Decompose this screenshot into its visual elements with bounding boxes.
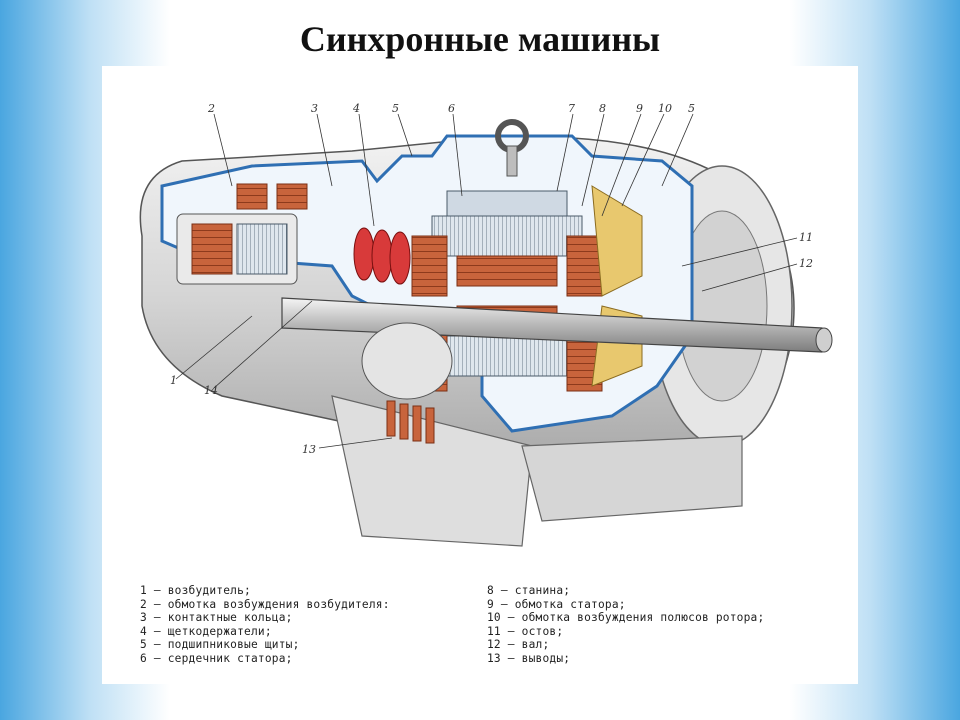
terminal-box [361, 322, 453, 444]
callout-label: 4 [352, 102, 360, 115]
legend-item: 13 – выводы; [487, 651, 571, 665]
slip-rings [353, 227, 411, 285]
legend-item: 8 – станина; [487, 584, 571, 597]
callout-label: 14 [204, 384, 218, 397]
legend-item: 10 – обмотка возбуждения полюсов ротора; [487, 611, 765, 625]
callout-label: 1 [170, 374, 177, 387]
rotor-pole-windings [456, 185, 643, 387]
shaft [281, 297, 833, 353]
legend-item: 9 – обмотка статора; [487, 597, 626, 611]
callout-label: 5 [392, 102, 399, 115]
legend-item: 5 – подшипниковые щиты; [140, 638, 300, 652]
legend-item: 12 – вал; [487, 638, 550, 652]
legend-item: 2 – обмотка возбуждения возбудителя: [140, 597, 390, 611]
callout-label: 11 [799, 231, 813, 244]
callout-label: 5 [688, 102, 695, 115]
callout-label: 13 [302, 443, 316, 456]
callout-label: 7 [568, 102, 575, 115]
lifting-eye [495, 119, 529, 177]
exciter [176, 183, 308, 285]
callout-label: 9 [636, 102, 643, 115]
callout-numbers: 2 3 4 5 6 7 8 9 10 5 11 12 1 14 13 [170, 102, 813, 456]
legend-item: 1 – возбудитель; [140, 584, 251, 597]
callout-label: 10 [658, 102, 672, 115]
callout-label: 2 [207, 102, 215, 115]
legend-item: 6 – сердечник статора; [140, 651, 293, 665]
legend-item: 3 – контактные кольца; [140, 611, 293, 625]
callout-label: 12 [799, 257, 813, 270]
machine-cutaway-diagram: 2 3 4 5 6 7 8 9 10 5 11 12 1 14 13 [139, 102, 833, 547]
callout-leaders [175, 113, 798, 449]
legend-left: 1 – возбудитель; 2 – обмотка возбуждения… [140, 584, 390, 666]
callout-label: 6 [448, 102, 455, 115]
callout-label: 8 [599, 102, 606, 115]
legend-item: 11 – остов; [487, 624, 564, 638]
legend-right: 8 – станина; 9 – обмотка статора; 10 – о… [487, 584, 764, 666]
diagram-panel: 2 3 4 5 6 7 8 9 10 5 11 12 1 14 13 1 – в… [102, 66, 858, 684]
callout-label: 3 [311, 102, 318, 115]
slide-title: Синхронные машины [299, 19, 661, 59]
legend-item: 4 – щеткодержатели; [140, 624, 272, 638]
